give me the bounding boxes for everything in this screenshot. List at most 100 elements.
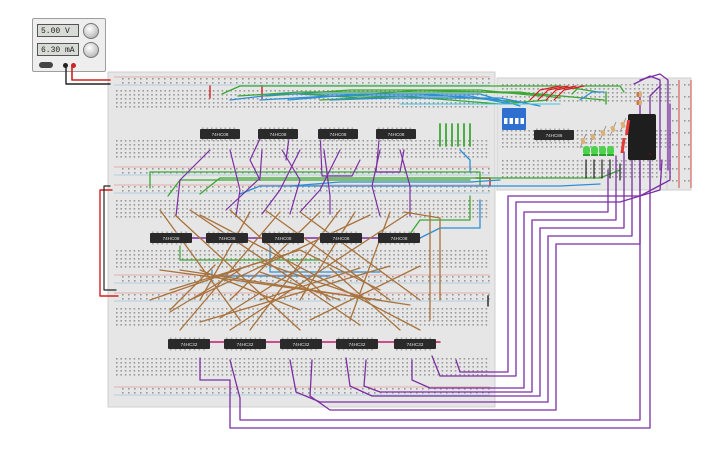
chip-row3-2[interactable]: 74HC32 [224, 337, 266, 351]
chip-row1-4[interactable]: 74HC08 [376, 127, 416, 141]
signal-wire[interactable] [174, 214, 301, 331]
signal-wire[interactable] [299, 211, 421, 301]
signal-wire[interactable] [169, 249, 381, 291]
signal-wire[interactable] [403, 211, 441, 301]
power-wire-positive[interactable] [71, 65, 111, 81]
signal-wire[interactable] [349, 89, 605, 101]
signal-wire[interactable] [329, 267, 401, 331]
rail-jumper-wire[interactable] [103, 185, 117, 291]
signal-wire[interactable] [571, 85, 625, 95]
signal-wire[interactable] [199, 211, 251, 301]
signal-wire[interactable] [281, 149, 301, 215]
signal-wire[interactable] [149, 171, 481, 189]
chip-row2-4[interactable]: 74HC08 [320, 231, 362, 245]
chip-xor[interactable]: 74HC86 [534, 128, 574, 142]
chip-row3-4[interactable]: 74HC32 [336, 337, 378, 351]
signal-wire[interactable] [239, 183, 601, 195]
resistor[interactable] [579, 133, 587, 149]
signal-wire[interactable] [249, 209, 341, 331]
chip-row2-1[interactable]: 74HC08 [150, 231, 192, 245]
signal-wire[interactable] [399, 149, 411, 217]
signal-wire[interactable] [259, 95, 511, 105]
chip-row2-3[interactable]: 74HC08 [262, 231, 304, 245]
output-wire[interactable] [363, 155, 617, 393]
signal-wire[interactable] [259, 267, 361, 301]
signal-wire[interactable] [229, 209, 331, 301]
chip-row3-1[interactable]: 74HC32 [168, 337, 210, 351]
signal-wire[interactable] [249, 129, 265, 181]
signal-wire[interactable] [537, 85, 569, 101]
signal-wire[interactable] [319, 129, 361, 177]
power-supply[interactable]: 5.00 V 6.30 mA [32, 18, 106, 72]
resistor[interactable] [636, 92, 642, 97]
output-wire[interactable] [309, 161, 641, 411]
signal-wire[interactable] [329, 97, 541, 107]
output-wire[interactable] [455, 103, 671, 373]
output-wire[interactable] [633, 75, 661, 171]
output-wire[interactable] [431, 159, 663, 377]
resistor[interactable] [589, 129, 597, 145]
signal-wire[interactable] [545, 85, 577, 101]
output-wire[interactable] [199, 85, 661, 429]
chip-row1-3[interactable]: 74HC08 [318, 127, 358, 141]
signal-wire[interactable] [199, 169, 621, 195]
signal-wire[interactable] [199, 265, 391, 323]
chip-label: 74HC32 [407, 342, 424, 347]
chip-row3-5[interactable]: 74HC32 [394, 337, 436, 351]
signal-wire[interactable] [299, 149, 341, 213]
signal-wire[interactable] [289, 179, 501, 187]
output-wire[interactable] [411, 169, 609, 389]
chip-row3-3[interactable]: 74HC32 [280, 337, 322, 351]
led[interactable] [599, 146, 606, 156]
signal-wire[interactable] [225, 149, 263, 211]
resistor[interactable] [636, 100, 642, 105]
signal-wire[interactable] [579, 91, 605, 101]
signal-wire[interactable] [323, 149, 331, 215]
signal-wire[interactable] [175, 149, 211, 217]
signal-wire[interactable] [169, 269, 241, 313]
signal-wire[interactable] [219, 267, 301, 319]
signal-wire[interactable] [259, 271, 341, 301]
seven-segment-display[interactable] [620, 114, 656, 160]
positive-terminal[interactable] [71, 63, 76, 68]
led[interactable] [591, 146, 598, 156]
signal-wire[interactable] [229, 211, 321, 301]
signal-wire[interactable] [459, 149, 471, 173]
led[interactable] [607, 146, 614, 156]
signal-wire[interactable] [167, 179, 471, 197]
led[interactable] [583, 146, 590, 156]
output-wire[interactable] [639, 73, 669, 171]
current-knob[interactable] [83, 42, 99, 58]
resistor[interactable] [609, 121, 617, 137]
signal-wire[interactable] [159, 209, 241, 321]
resistor[interactable] [599, 125, 607, 141]
signal-wire[interactable] [319, 95, 549, 105]
signal-wire[interactable] [229, 149, 241, 217]
chip-row1-2[interactable]: 74HC08 [258, 127, 298, 141]
signal-wire[interactable] [529, 85, 561, 101]
signal-wire[interactable] [261, 149, 301, 215]
signal-wire[interactable] [375, 129, 405, 173]
signal-wire[interactable] [221, 85, 599, 95]
rail-jumper-wire[interactable] [99, 189, 119, 297]
chip-row2-5[interactable]: 74HC08 [378, 231, 420, 245]
signal-wire[interactable] [287, 93, 521, 107]
voltage-knob[interactable] [83, 23, 99, 39]
power-wire-negative[interactable] [65, 65, 111, 85]
resistor[interactable] [619, 117, 627, 133]
output-wire[interactable] [345, 151, 625, 397]
output-wire[interactable] [289, 155, 633, 403]
power-switch[interactable] [39, 62, 53, 68]
chip-row2-2[interactable]: 74HC08 [206, 231, 248, 245]
signal-wire[interactable] [309, 265, 421, 321]
signal-wire[interactable] [553, 85, 585, 101]
dip-switch[interactable] [502, 108, 526, 130]
signal-wire[interactable] [237, 91, 561, 99]
signal-wire[interactable] [409, 195, 471, 235]
signal-wire[interactable] [229, 93, 501, 101]
chip-row1-1[interactable]: 74HC08 [200, 127, 240, 141]
signal-wire[interactable] [189, 214, 371, 301]
negative-terminal[interactable] [63, 63, 68, 68]
output-wire[interactable] [229, 91, 641, 421]
